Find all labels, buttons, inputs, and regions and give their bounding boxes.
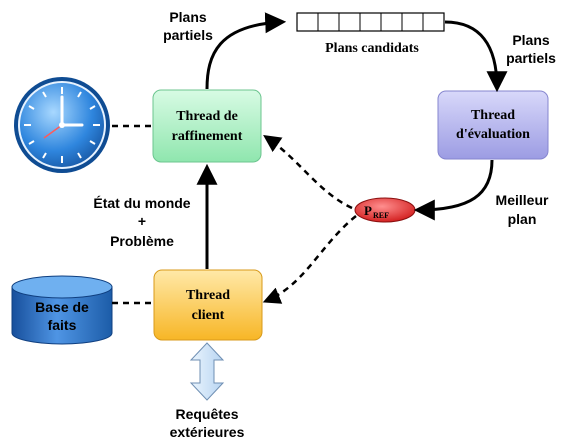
- plans-partiels-right-2: partiels: [506, 50, 556, 66]
- pref-sub-label: REF: [373, 211, 389, 220]
- probleme-label: Problème: [110, 233, 174, 249]
- requetes-label-2: extérieures: [170, 424, 245, 440]
- arrow-evaluation-to-pref: [413, 159, 494, 221]
- thread-client-node: Thread client: [153, 269, 263, 341]
- dashed-pref-to-raffinement: [263, 135, 353, 210]
- pref-main-label: P: [364, 203, 372, 218]
- database-label-2: faits: [48, 317, 77, 333]
- thread-raffinement-node: Thread de raffinement: [152, 89, 262, 163]
- plans-partiels-left-2: partiels: [163, 27, 213, 43]
- etat-du-monde-label: État du monde: [93, 195, 190, 211]
- meilleur-plan-label-1: Meilleur: [496, 192, 549, 208]
- thread-client-label-1: Thread: [186, 288, 230, 303]
- pref-node: PREF: [354, 197, 416, 223]
- plans-partiels-left-1: Plans: [169, 9, 207, 25]
- thread-raffinement-label-1: Thread de: [176, 109, 238, 124]
- dashed-pref-to-client: [262, 215, 357, 304]
- requetes-label-1: Requêtes: [175, 406, 238, 422]
- arrow-queue-to-evaluation: [444, 20, 508, 93]
- database-icon: Base de faits: [11, 275, 113, 345]
- clock-icon: [14, 77, 110, 173]
- thread-evaluation-label-1: Thread: [471, 108, 515, 123]
- database-label-1: Base de: [35, 299, 89, 315]
- thread-evaluation-node: Thread d'évaluation: [437, 90, 549, 160]
- thread-client-label-2: client: [192, 308, 225, 323]
- plans-candidats-queue: [296, 12, 445, 32]
- plans-candidats-label: Plans candidats: [325, 41, 419, 56]
- requetes-double-arrow: [189, 342, 225, 401]
- thread-evaluation-label-2: d'évaluation: [456, 127, 530, 142]
- plus-label: +: [138, 213, 146, 229]
- arrow-raffinement-to-queue: [205, 12, 287, 90]
- plans-partiels-right-1: Plans: [512, 32, 550, 48]
- thread-raffinement-label-2: raffinement: [172, 129, 243, 144]
- meilleur-plan-label-2: plan: [508, 211, 537, 227]
- svg-text:PREF: PREF: [364, 203, 389, 220]
